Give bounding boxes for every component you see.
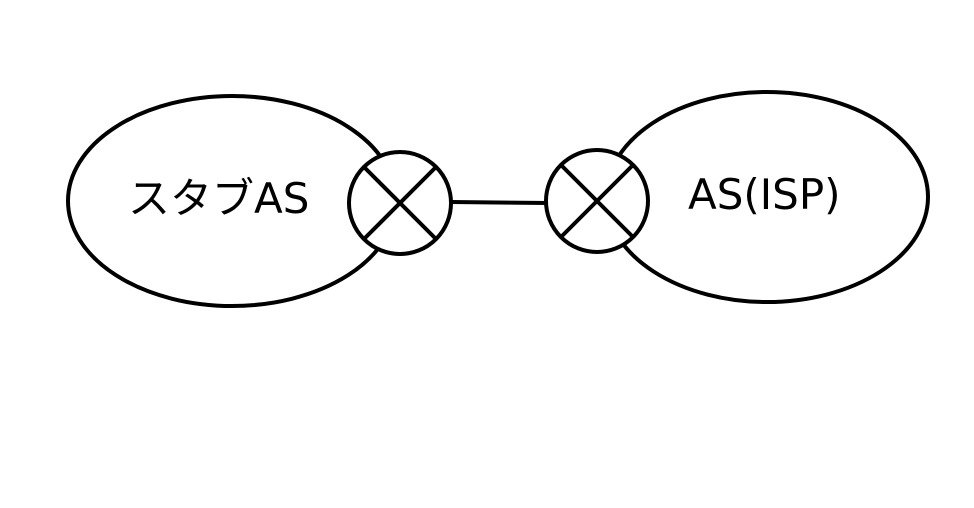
right-as-label: AS(ISP) — [688, 170, 841, 219]
right-router-icon — [544, 148, 650, 254]
inter-as-link — [450, 200, 549, 205]
left-router-icon — [347, 150, 453, 256]
left-as-node: スタブAS — [66, 94, 398, 308]
left-as-label: スタブAS — [128, 174, 309, 223]
right-as-node: AS(ISP) — [604, 90, 930, 304]
